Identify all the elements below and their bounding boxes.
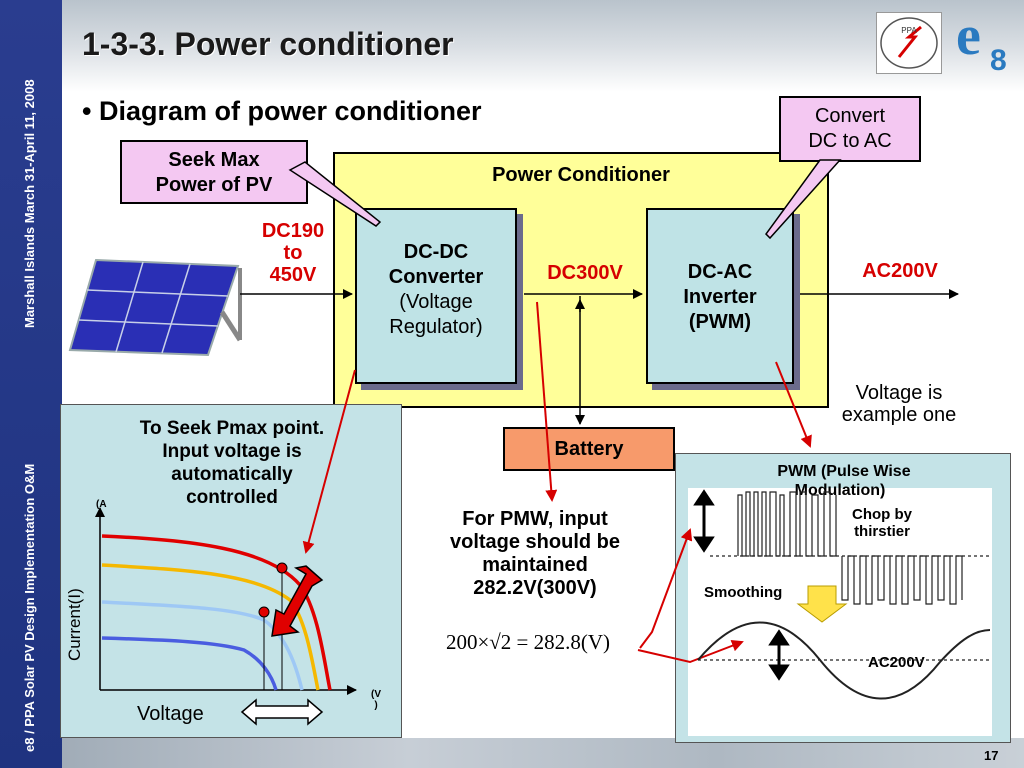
pmw-note-line-4: 282.2V(300V) <box>473 577 597 599</box>
sidebar: Marshall Islands March 31-April 11, 2008… <box>0 0 62 768</box>
pwm-title-line-2: Modulation) <box>794 482 886 499</box>
e8-logo-sub: 8 <box>990 44 1007 77</box>
chop-label: Chop by thirstier <box>850 506 914 540</box>
dcdc-sub-1: (Voltage <box>399 291 473 313</box>
dcdc-converter-box: DC-DC Converter (Voltage Regulator) <box>355 208 517 384</box>
power-conditioner-title: Power Conditioner <box>492 164 670 186</box>
seek-callout-line-1: Seek Max <box>168 149 260 171</box>
iv-y-unit: (A <box>96 499 107 510</box>
iv-heading-line-2: Input voltage is <box>162 441 302 462</box>
ac200v-label: AC200V <box>862 260 938 282</box>
pwm-panel: PWM (Pulse Wise Modulation) Chop by thir… <box>675 453 1011 743</box>
pwm-title-line-1: PWM (Pulse Wise <box>777 463 911 480</box>
pmw-note-line-3: maintained <box>482 554 588 576</box>
chop-line-2: thirstier <box>854 523 910 540</box>
ppa-logo-icon: PPA <box>880 17 938 69</box>
iv-panel-heading: To Seek Pmax point. Input voltage is aut… <box>61 417 403 509</box>
e8-logo-letter: e <box>956 5 981 67</box>
iv-heading-line-1: To Seek Pmax point. <box>139 418 325 439</box>
dcac-line-3: (PWM) <box>688 311 752 333</box>
battery-box: Battery <box>503 427 675 471</box>
convert-dc-ac-callout: Convert DC to AC <box>779 96 921 162</box>
slide-title: 1-3-3. Power conditioner <box>82 26 454 62</box>
bullet-line: • Diagram of power conditioner <box>82 96 482 126</box>
seek-max-power-callout: Seek Max Power of PV <box>120 140 308 204</box>
iv-x-label: Voltage <box>137 703 204 725</box>
pwm-title: PWM (Pulse Wise <box>676 462 1012 482</box>
pmw-note-line-1: For PMW, input <box>462 508 608 530</box>
convert-callout-line-1: Convert <box>814 105 886 127</box>
bullet-text: Diagram of power conditioner <box>98 96 482 126</box>
seek-callout-line-2: Power of PV <box>155 174 273 196</box>
voltage-example-note: Voltage is example one <box>836 382 962 426</box>
dcdc-sub-2: Regulator) <box>389 316 483 338</box>
sidebar-event-text: Marshall Islands March 31-April 11, 2008 <box>22 79 37 328</box>
chop-line-1: Chop by <box>852 506 912 523</box>
dcdc-title-1: DC-DC <box>403 241 469 263</box>
voltage-note-line-1: Voltage is <box>855 382 943 404</box>
dcac-line-1: DC-AC <box>687 261 753 283</box>
ppa-logo-text: PPA <box>901 26 917 35</box>
dc-input-line-2: to <box>283 242 303 264</box>
dc-input-line-1: DC190 <box>261 220 325 242</box>
iv-x-unit-1: (V <box>371 689 381 700</box>
dcdc-title-2: Converter <box>388 266 484 288</box>
iv-heading-line-4: controlled <box>186 487 278 508</box>
voltage-note-line-2: example one <box>841 404 957 426</box>
pwm-ac200v-label: AC200V <box>868 654 925 671</box>
background-bottom-strip <box>0 738 1024 768</box>
convert-callout-line-2: DC to AC <box>808 130 892 152</box>
pmw-voltage-note: For PMW, input voltage should be maintai… <box>415 508 655 600</box>
sidebar-course-text: e8 / PPA Solar PV Design Implementation … <box>22 463 37 752</box>
pmw-note-line-2: voltage should be <box>449 531 621 553</box>
iv-heading-line-3: automatically <box>171 464 293 485</box>
dcac-line-2: Inverter <box>683 286 757 308</box>
iv-x-unit-2: ) <box>374 700 378 711</box>
iv-y-label: Current(I) <box>65 588 84 661</box>
dc300v-label: DC300V <box>547 262 623 284</box>
pwm-waveform-area: Modulation) Chop by thirstier Smoothing … <box>688 482 992 736</box>
dc-input-line-3: 450V <box>269 264 317 286</box>
iv-x-unit: (V ) <box>371 689 381 711</box>
page-number: 17 <box>984 748 999 763</box>
iv-curve-panel: To Seek Pmax point. Input voltage is aut… <box>60 404 402 738</box>
dc-input-label: DC190 to 450V <box>248 220 338 286</box>
smoothing-label: Smoothing <box>704 584 783 601</box>
e8-logo: e 8 <box>950 5 1016 78</box>
ppa-logo: PPA <box>876 12 942 74</box>
voltage-formula: 200×√2 = 282.8(V) <box>445 630 611 654</box>
dcac-inverter-box: DC-AC Inverter (PWM) <box>646 208 794 384</box>
